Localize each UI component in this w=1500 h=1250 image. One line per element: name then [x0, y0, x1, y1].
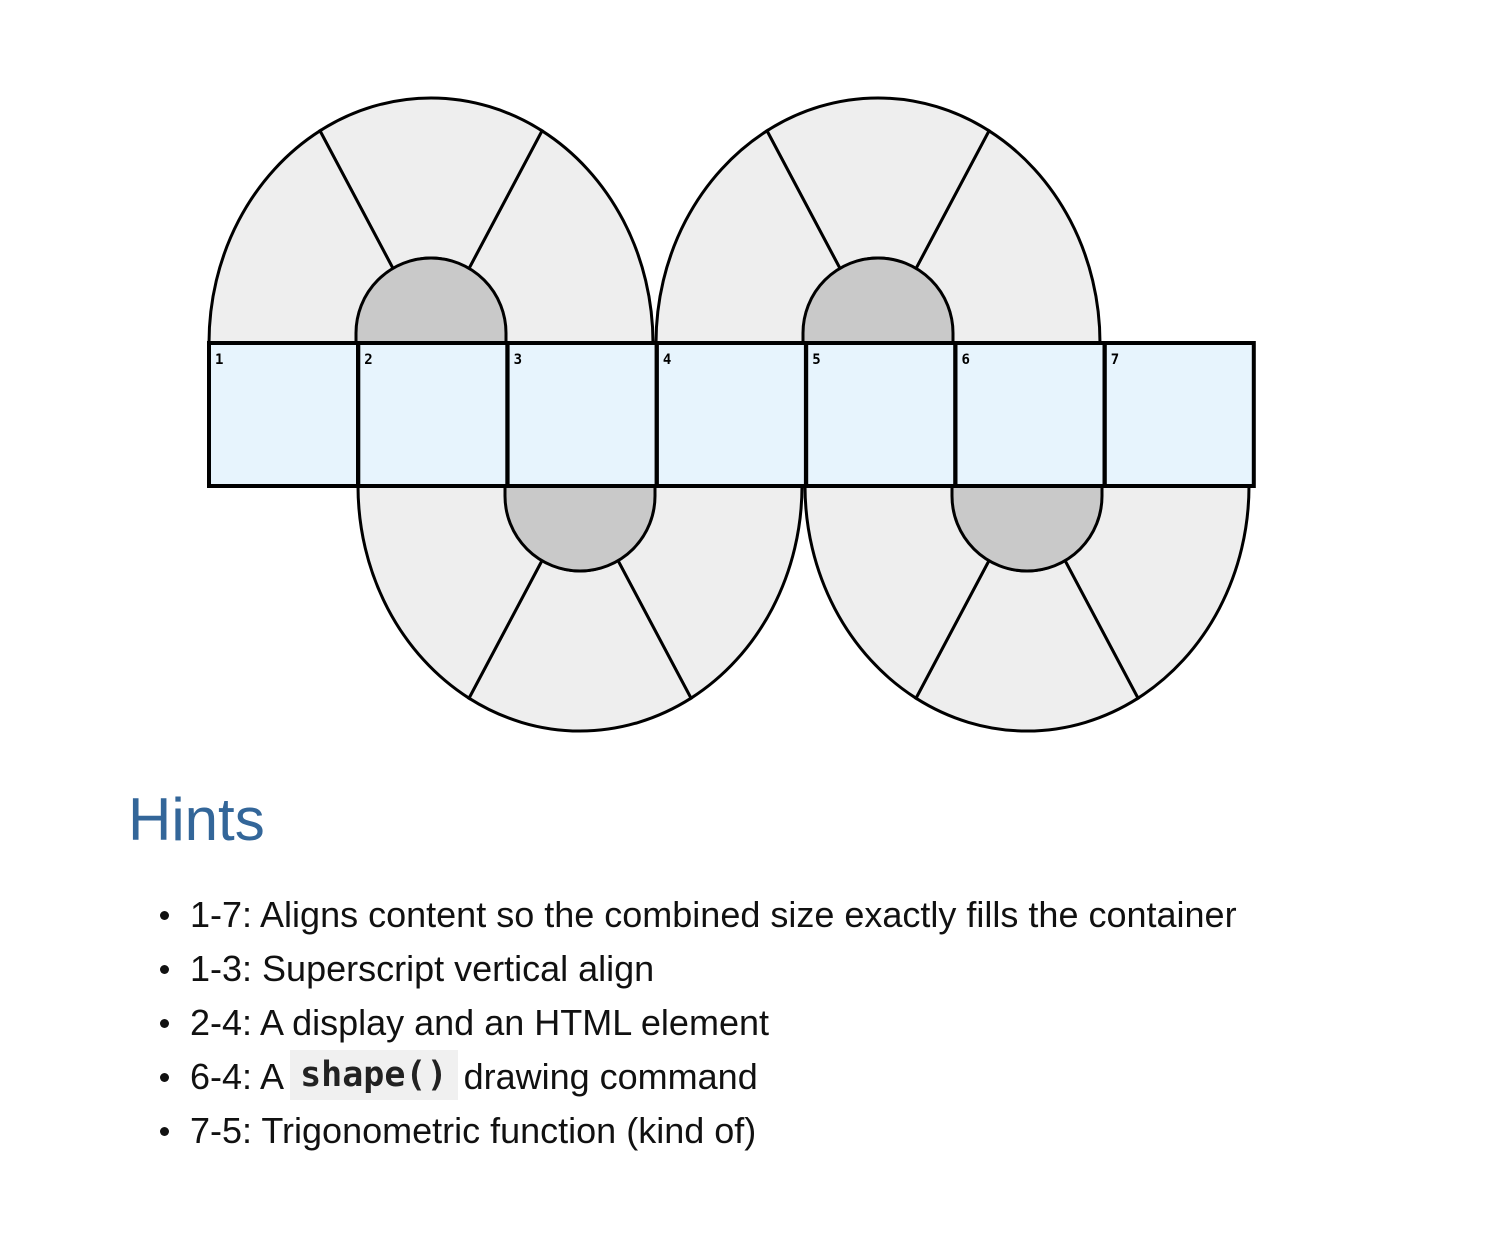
grid-cell-1[interactable]: 1 [207, 341, 360, 488]
inner-cell [354, 256, 508, 347]
hint-item: 1-7: Aligns content so the combined size… [160, 888, 1470, 942]
inner-cell [801, 256, 955, 347]
hint-item: 2-4: A display and an HTML element [160, 996, 1470, 1050]
grid-cell-3[interactable]: 3 [505, 341, 659, 488]
cell-box [1102, 341, 1256, 488]
inner-cell [503, 482, 657, 573]
cell-box [804, 341, 958, 488]
cell-number: 6 [962, 352, 970, 368]
hint-text-after: drawing command [463, 1056, 758, 1097]
cell-number: 7 [1111, 352, 1119, 368]
cell-number: 2 [364, 352, 372, 368]
cell-box [953, 341, 1107, 488]
cell-box [505, 341, 659, 488]
hints-list: 1-7: Aligns content so the combined size… [160, 888, 1470, 1158]
hint-text: 1-3: Superscript vertical align [190, 948, 655, 989]
grid-cell-6[interactable]: 6 [953, 341, 1107, 488]
grid-cell-7[interactable]: 7 [1102, 341, 1256, 488]
cell-number: 5 [812, 352, 820, 368]
hints-heading: Hints [128, 786, 265, 853]
hint-item: 7-5: Trigonometric function (kind of) [160, 1104, 1470, 1158]
hint-text: 7-5: Trigonometric function (kind of) [190, 1110, 757, 1151]
grid-cell-5[interactable]: 5 [804, 341, 958, 488]
hint-text: 2-4: A display and an HTML element [190, 1002, 769, 1043]
hint-text: 1-7: Aligns content so the combined size… [190, 894, 1237, 935]
cell-number: 3 [514, 352, 522, 368]
cell-number: 1 [215, 352, 223, 368]
code-snippet: shape() [290, 1050, 458, 1100]
crossword-diagram: 1 2 3 4 5 6 7 [207, 96, 1256, 733]
hint-item: 1-3: Superscript vertical align [160, 942, 1470, 996]
cell-box [207, 341, 360, 488]
grid-cell-4[interactable]: 4 [654, 341, 808, 488]
cell-number: 4 [663, 352, 671, 368]
inner-cell [950, 482, 1104, 573]
hint-text-before: 6-4: A [190, 1056, 285, 1097]
cell-box [356, 341, 510, 488]
grid-cell-2[interactable]: 2 [356, 341, 510, 488]
cell-box [654, 341, 808, 488]
